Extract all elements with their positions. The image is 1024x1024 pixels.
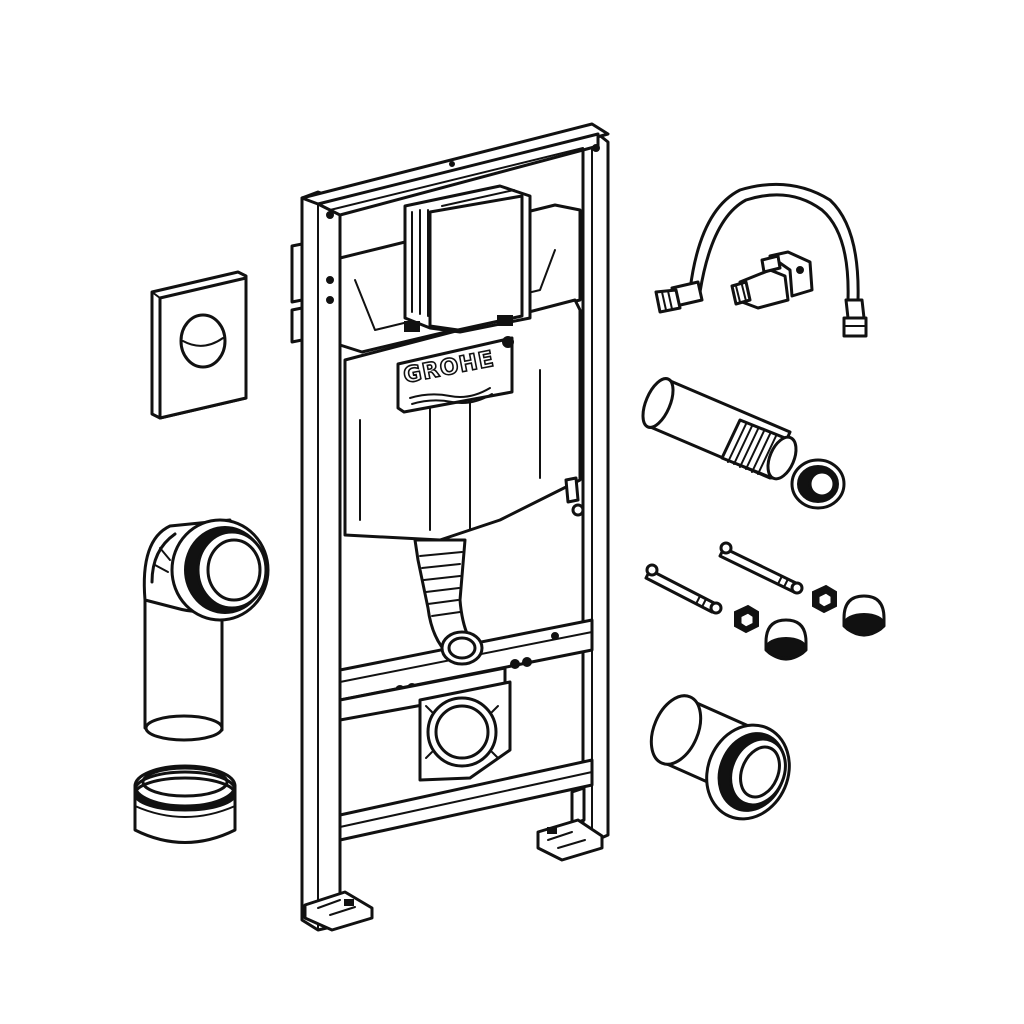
- installation-frame-icon: [290, 122, 610, 932]
- hose-icon: [654, 182, 868, 338]
- cistern-icon: GROHE: [338, 184, 585, 666]
- elbow-icon: [142, 518, 270, 742]
- bolt-icon: [644, 541, 886, 661]
- sleeve-icon: [649, 694, 791, 821]
- flush-plate-icon: [150, 270, 248, 420]
- coupling-icon: [133, 764, 237, 844]
- pipe-icon: [641, 377, 846, 510]
